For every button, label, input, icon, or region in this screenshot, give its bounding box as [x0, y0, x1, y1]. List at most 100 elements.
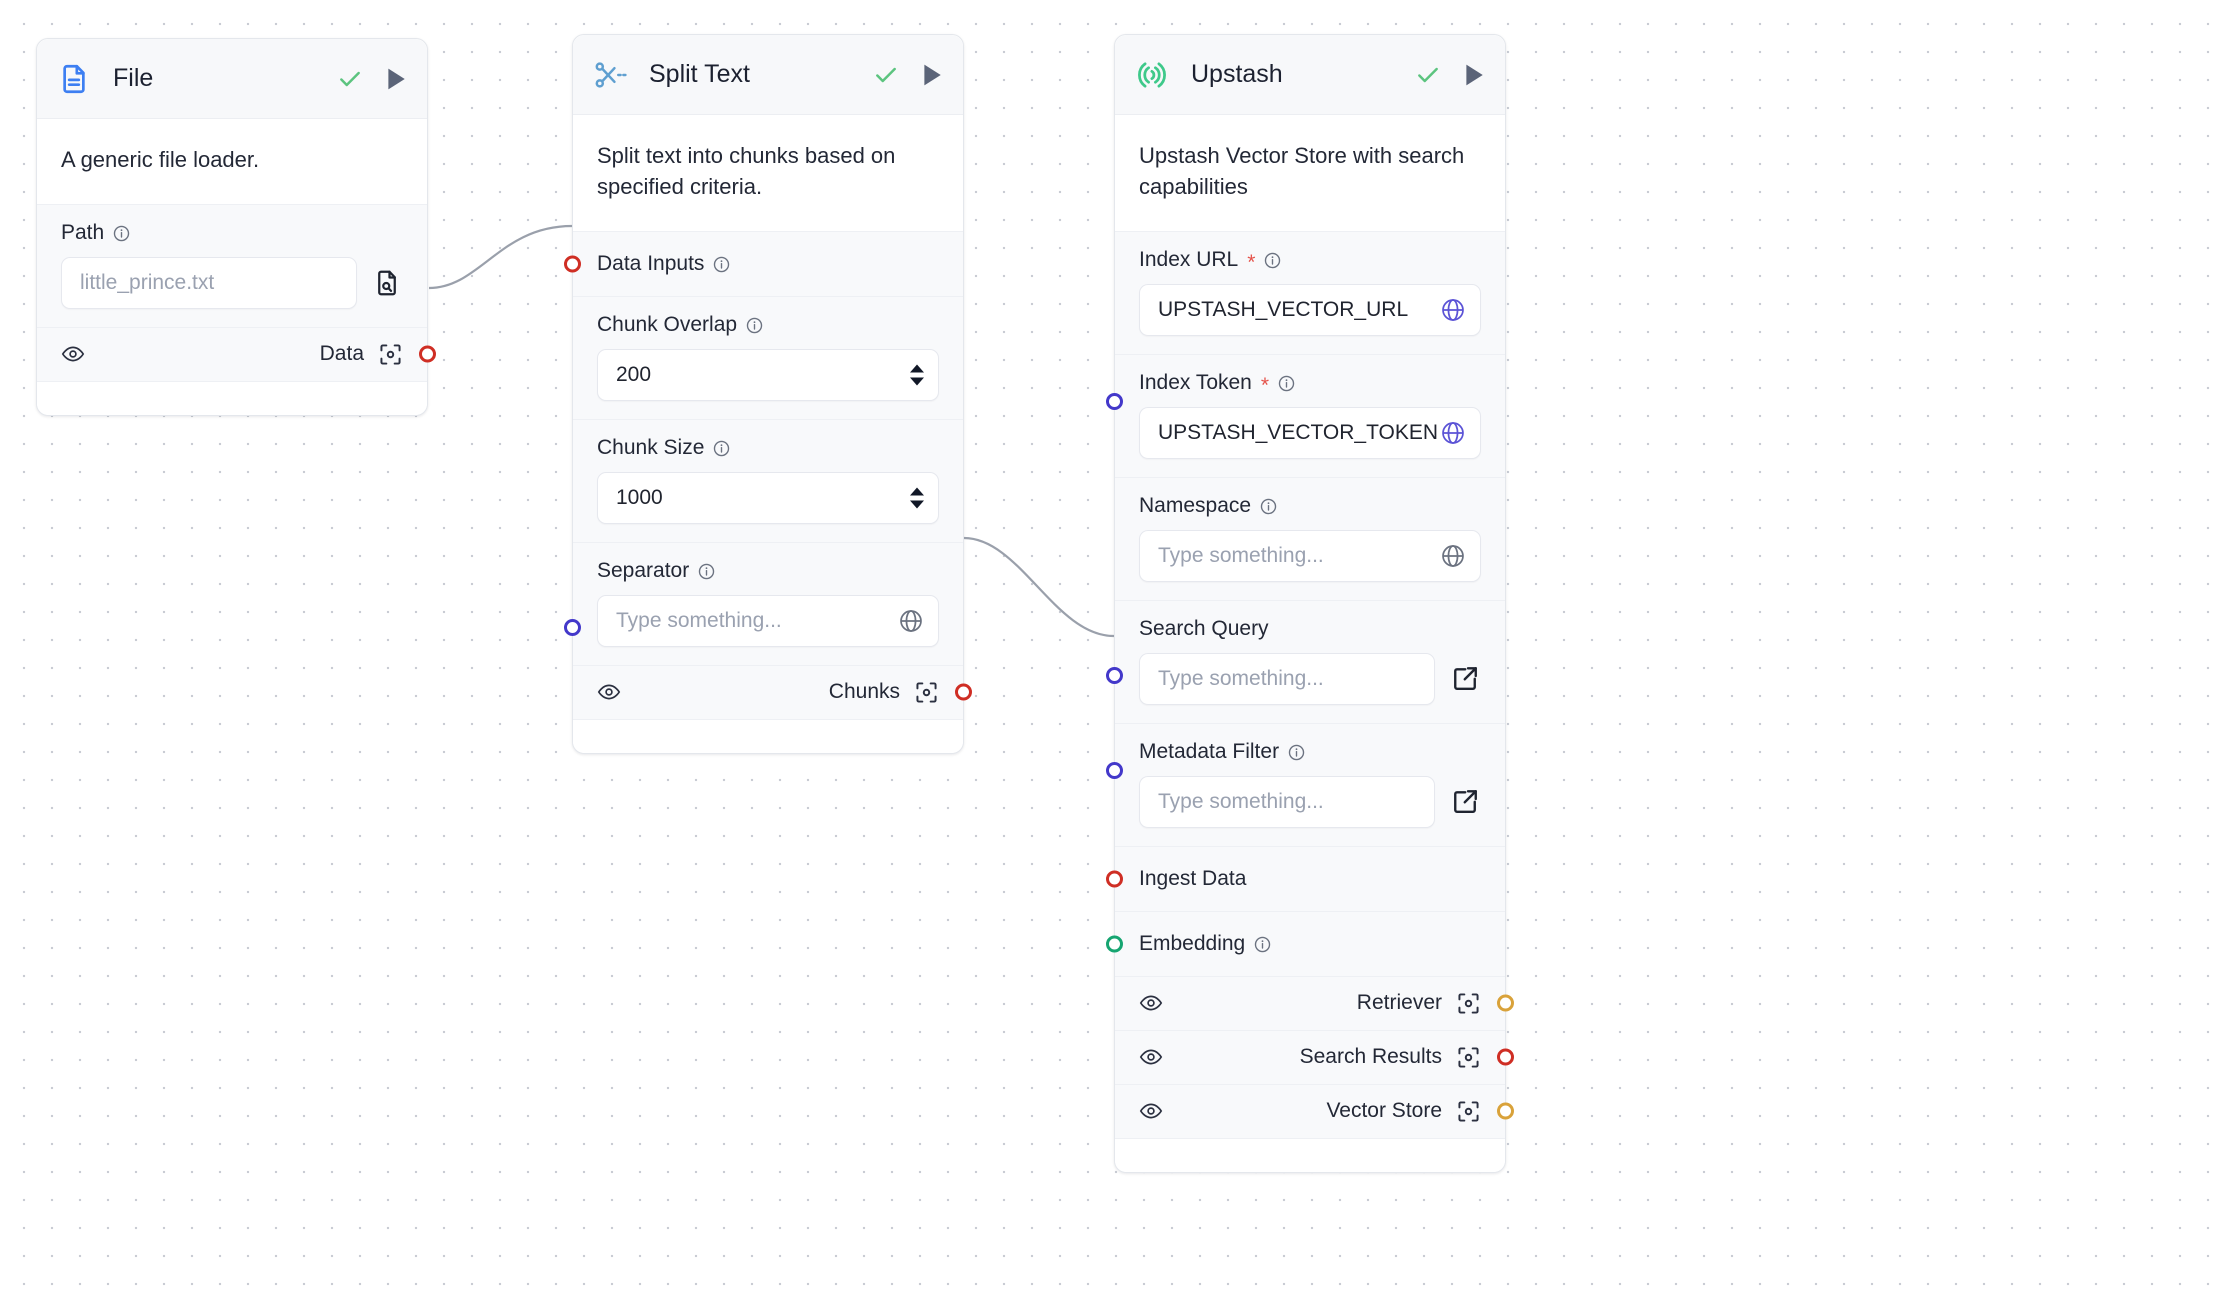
external-link-icon[interactable]	[1449, 663, 1481, 695]
node-upstash-header[interactable]: Upstash	[1115, 35, 1505, 115]
stepper-down-icon[interactable]	[910, 500, 924, 509]
eye-icon[interactable]	[1139, 991, 1163, 1015]
node-split-text-title: Split Text	[649, 60, 750, 88]
stepper-up-icon[interactable]	[910, 487, 924, 496]
info-icon[interactable]	[1264, 251, 1281, 269]
play-icon[interactable]	[385, 67, 407, 91]
eye-icon[interactable]	[1139, 1099, 1163, 1123]
output-row-chunks[interactable]: Chunks	[573, 664, 972, 719]
input-row-ingest-data[interactable]: Ingest Data	[1106, 845, 1505, 911]
field-separator-label: Separator	[597, 558, 690, 582]
check-icon[interactable]	[1415, 62, 1441, 88]
required-asterisk: *	[1247, 251, 1256, 275]
node-split-text[interactable]: Split Text Split text into chunks based …	[564, 34, 972, 754]
number-stepper[interactable]	[910, 487, 924, 509]
number-stepper[interactable]	[910, 364, 924, 386]
field-index-token-label-row: Index Token *	[1139, 371, 1481, 398]
external-link-icon[interactable]	[1449, 786, 1481, 818]
output-port-vector-store[interactable]	[1497, 1102, 1514, 1120]
info-icon[interactable]	[1254, 935, 1271, 953]
output-row-retriever[interactable]: Retriever	[1115, 975, 1514, 1030]
globe-icon[interactable]	[1440, 420, 1466, 446]
required-asterisk: *	[1260, 374, 1270, 398]
node-split-text-header[interactable]: Split Text	[573, 35, 963, 115]
field-namespace[interactable]: Namespace Type something...	[1115, 476, 1505, 600]
output-label-chunks: Chunks	[828, 680, 900, 704]
globe-icon[interactable]	[1440, 297, 1466, 323]
play-icon[interactable]	[1463, 63, 1485, 87]
info-icon[interactable]	[1288, 743, 1305, 761]
chunk-size-input[interactable]: 1000	[597, 471, 939, 524]
info-icon[interactable]	[113, 224, 130, 242]
field-search-query-label: Search Query	[1139, 616, 1269, 640]
info-icon[interactable]	[746, 316, 763, 334]
info-icon[interactable]	[1260, 497, 1277, 515]
edge-splittext-to-upstash	[963, 536, 1115, 638]
field-path[interactable]: Path little_prince.txt	[37, 203, 427, 327]
node-file[interactable]: File A generic file loader. Path li	[36, 38, 436, 416]
namespace-input[interactable]: Type something...	[1139, 529, 1481, 582]
field-search-query[interactable]: Search Query Type something...	[1106, 599, 1505, 723]
index-url-input[interactable]: UPSTASH_VECTOR_URL	[1139, 283, 1481, 336]
info-icon[interactable]	[1278, 374, 1295, 392]
chunk-overlap-input[interactable]: 200	[597, 348, 939, 401]
field-separator[interactable]: Separator Type something...	[564, 541, 963, 665]
search-query-input[interactable]: Type something...	[1139, 652, 1435, 705]
output-label-vector-store: Vector Store	[1326, 1099, 1442, 1123]
input-port-separator[interactable]	[564, 618, 581, 636]
scan-icon[interactable]	[378, 342, 403, 367]
eye-icon[interactable]	[597, 680, 621, 704]
node-upstash-description: Upstash Vector Store with search capabil…	[1115, 115, 1505, 231]
eye-icon[interactable]	[1139, 1045, 1163, 1069]
scan-icon[interactable]	[1456, 1045, 1481, 1070]
input-row-embedding[interactable]: Embedding	[1106, 910, 1505, 976]
input-port-ingest-data[interactable]	[1106, 870, 1123, 888]
separator-input[interactable]: Type something...	[597, 594, 939, 647]
output-row-data[interactable]: Data	[37, 326, 436, 381]
index-token-input[interactable]: UPSTASH_VECTOR_TOKEN	[1139, 406, 1481, 459]
field-index-token[interactable]: Index Token * UPSTASH_VECTOR_TOKEN	[1106, 353, 1505, 477]
path-input[interactable]: little_prince.txt	[61, 256, 357, 309]
output-port-chunks[interactable]	[955, 683, 972, 701]
eye-icon[interactable]	[61, 342, 85, 366]
input-label-ingest-data: Ingest Data	[1139, 866, 1247, 890]
output-port-retriever[interactable]	[1497, 994, 1514, 1012]
input-row-data-inputs[interactable]: Data Inputs	[564, 230, 963, 296]
output-port-search-results[interactable]	[1497, 1048, 1514, 1066]
field-chunk-overlap[interactable]: Chunk Overlap 200	[573, 295, 963, 419]
field-chunk-overlap-label-row: Chunk Overlap	[597, 313, 939, 337]
input-port-index-token[interactable]	[1106, 392, 1123, 410]
input-port-search-query[interactable]	[1106, 666, 1123, 684]
output-row-search-results[interactable]: Search Results	[1115, 1029, 1514, 1084]
field-index-url[interactable]: Index URL * UPSTASH_VECTOR_URL	[1115, 230, 1505, 354]
input-port-embedding[interactable]	[1106, 935, 1123, 953]
globe-icon[interactable]	[898, 608, 924, 634]
info-icon[interactable]	[698, 562, 715, 580]
node-file-header[interactable]: File	[37, 39, 427, 119]
file-search-icon[interactable]	[371, 267, 403, 299]
scan-icon[interactable]	[914, 680, 939, 705]
scan-icon[interactable]	[1456, 1099, 1481, 1124]
field-path-input-row[interactable]: little_prince.txt	[61, 256, 403, 309]
node-upstash-footer	[1115, 1137, 1505, 1172]
field-metadata-filter[interactable]: Metadata Filter Type something...	[1106, 722, 1505, 846]
input-port-data-inputs[interactable]	[564, 255, 581, 273]
check-icon[interactable]	[873, 62, 899, 88]
output-port-data[interactable]	[419, 345, 436, 363]
stepper-down-icon[interactable]	[910, 377, 924, 386]
stepper-up-icon[interactable]	[910, 364, 924, 373]
globe-icon[interactable]	[1440, 543, 1466, 569]
input-port-metadata-filter[interactable]	[1106, 761, 1123, 779]
play-icon[interactable]	[921, 63, 943, 87]
field-chunk-size[interactable]: Chunk Size 1000	[573, 418, 963, 542]
chunk-overlap-value: 200	[616, 362, 652, 386]
metadata-filter-input[interactable]: Type something...	[1139, 775, 1435, 828]
node-upstash[interactable]: Upstash Upstash Vector Store with search…	[1106, 34, 1514, 1173]
info-icon[interactable]	[713, 255, 730, 273]
node-split-text-footer	[573, 718, 963, 753]
info-icon[interactable]	[713, 439, 730, 457]
scan-icon[interactable]	[1456, 991, 1481, 1016]
output-row-vector-store[interactable]: Vector Store	[1115, 1083, 1514, 1138]
check-icon[interactable]	[337, 66, 363, 92]
